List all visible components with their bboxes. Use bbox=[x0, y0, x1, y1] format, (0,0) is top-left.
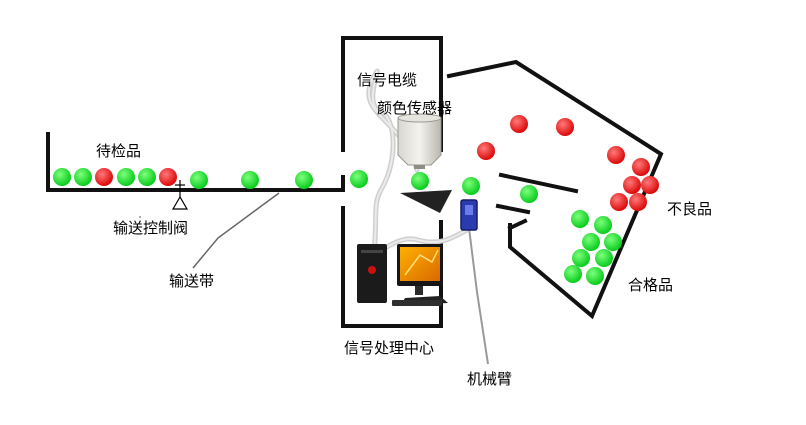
ball-bad bbox=[623, 176, 641, 194]
ball-good bbox=[350, 170, 368, 188]
ball-bad bbox=[607, 146, 625, 164]
ball-good bbox=[571, 210, 589, 228]
ball-good bbox=[595, 249, 613, 267]
ball-good bbox=[295, 171, 313, 189]
belt-leader-line bbox=[192, 192, 280, 269]
ball-bad bbox=[95, 168, 113, 186]
label-sensor: 颜色传感器 bbox=[377, 99, 452, 117]
label-belt: 输送带 bbox=[169, 272, 214, 290]
reject-channel-wall bbox=[498, 172, 579, 194]
arm-leader-line bbox=[468, 227, 489, 365]
ball-good bbox=[520, 185, 538, 203]
ball-good bbox=[138, 168, 156, 186]
ball-good bbox=[582, 233, 600, 251]
accept-channel-wall bbox=[507, 218, 528, 231]
computer-icon bbox=[357, 244, 448, 306]
ball-good bbox=[53, 168, 71, 186]
conveyor-valve-icon bbox=[171, 180, 189, 210]
ball-bad bbox=[510, 115, 528, 133]
label-accept: 合格品 bbox=[628, 276, 673, 294]
ball-bad bbox=[610, 193, 628, 211]
ball-good bbox=[604, 233, 622, 251]
divider-wall bbox=[495, 203, 531, 215]
mechanical-arm-icon bbox=[460, 199, 478, 231]
conveyor-belt bbox=[46, 132, 345, 192]
ball-bad bbox=[159, 168, 177, 186]
ball-bad bbox=[632, 158, 650, 176]
sorting-flap bbox=[400, 190, 452, 213]
ball-good bbox=[117, 168, 135, 186]
ball-good bbox=[411, 172, 429, 190]
ball-good bbox=[462, 177, 480, 195]
label-pending: 待检品 bbox=[96, 142, 141, 160]
label-cable: 信号电缆 bbox=[357, 71, 417, 89]
ball-good bbox=[594, 216, 612, 234]
ball-good bbox=[572, 249, 590, 267]
signal-center-enclosure bbox=[341, 36, 443, 152]
label-valve: 输送控制阀 bbox=[113, 219, 188, 237]
ball-bad bbox=[477, 142, 495, 160]
label-reject: 不良品 bbox=[667, 200, 712, 218]
ball-bad bbox=[641, 176, 659, 194]
ball-good bbox=[564, 265, 582, 283]
ball-bad bbox=[556, 118, 574, 136]
label-arm: 机械臂 bbox=[467, 370, 512, 388]
color-sensor-icon bbox=[397, 113, 442, 169]
sorting-bin-upper-wall bbox=[446, 59, 664, 320]
ball-good bbox=[74, 168, 92, 186]
ball-good bbox=[586, 267, 604, 285]
label-center: 信号处理中心 bbox=[344, 339, 434, 357]
ball-good bbox=[190, 171, 208, 189]
ball-bad bbox=[629, 193, 647, 211]
ball-good bbox=[241, 171, 259, 189]
